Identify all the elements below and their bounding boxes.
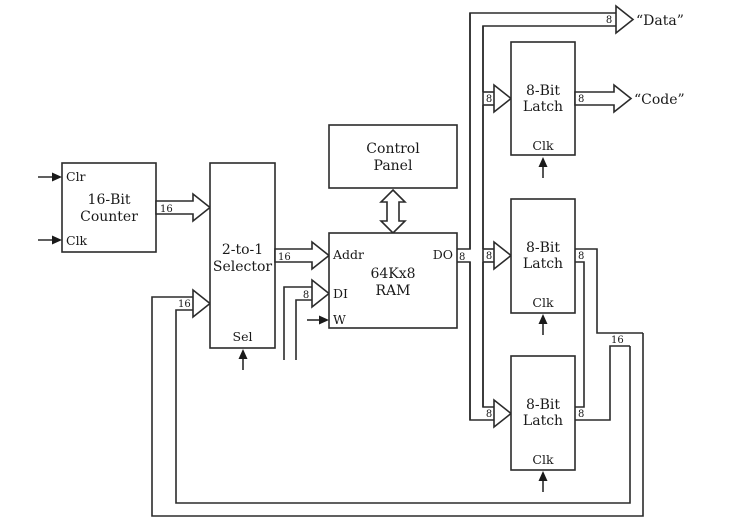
feedback-bus	[151, 288, 644, 517]
latch-top-clk-arrow	[538, 157, 548, 178]
counter-block: 16-Bit Counter Clr Clk	[61, 162, 157, 253]
selector-title-2: Selector	[213, 259, 273, 275]
selector-to-ram-bus	[274, 240, 331, 271]
latch-mid-title-1: 8-Bit	[526, 240, 560, 256]
clr-input-arrow	[38, 172, 62, 182]
ram-pin-w: W	[333, 312, 346, 327]
ram-block: 64Kx8 RAM Addr DI W DO	[328, 232, 458, 329]
sel-input-arrow	[238, 349, 248, 370]
control-ram-bidirectional-bus	[379, 188, 407, 235]
counter-bus-width: 16	[160, 204, 173, 215]
clk-input-arrow	[38, 235, 62, 245]
data-output-arrow	[615, 4, 635, 35]
selector-block: 2-to-1 Selector Sel	[209, 162, 276, 349]
counter-title-1: 16-Bit	[88, 192, 131, 208]
latch-top-output-width: 8	[578, 94, 584, 105]
latch-top-title-2: Latch	[523, 99, 563, 115]
counter-pin-clr: Clr	[66, 169, 86, 184]
control-panel-title-1: Control	[366, 141, 420, 157]
do-rail-segments	[469, 13, 484, 420]
ram-title-1: 64Kx8	[370, 266, 415, 282]
w-input-arrow	[307, 315, 329, 325]
latch-top-input-width: 8	[486, 94, 492, 105]
latch-bot-clk-arrow	[538, 471, 548, 492]
control-panel-title-2: Panel	[374, 158, 413, 174]
data-output-width: 8	[606, 15, 612, 26]
bus-junction-masks	[471, 93, 494, 261]
ram-pin-di: DI	[333, 286, 348, 301]
latch-bot-output-width: 8	[578, 409, 584, 420]
selector-pin-sel: Sel	[233, 329, 253, 344]
code-output-label: “Code”	[634, 92, 685, 108]
latch-bot-pin-clk: Clk	[532, 452, 554, 467]
control-panel-block: Control Panel	[328, 124, 458, 189]
latch-bot-input-width: 8	[486, 409, 492, 420]
data-output-label: “Data”	[636, 13, 684, 29]
data-in-bus	[283, 278, 331, 360]
latch-top-input-arrow	[493, 83, 513, 114]
latch-mid-input-width: 8	[486, 251, 492, 262]
counter-title-2: Counter	[80, 209, 138, 225]
latch-top-title-1: 8-Bit	[526, 83, 560, 99]
latch-bot-title-2: Latch	[523, 413, 563, 429]
latch-combine-bus	[575, 248, 643, 421]
latch-bot-title-1: 8-Bit	[526, 397, 560, 413]
latch-top-pin-clk: Clk	[532, 138, 554, 153]
latch-mid-pin-clk: Clk	[532, 295, 554, 310]
ram-do-width: 8	[459, 252, 465, 263]
counter-to-selector-bus	[155, 192, 212, 223]
combined-bus-width: 16	[611, 335, 624, 346]
latch-mid-clk-arrow	[538, 314, 548, 335]
latch-top-block: 8-Bit Latch Clk	[510, 41, 576, 156]
ram-pin-do: DO	[433, 247, 453, 262]
latch-mid-input-arrow	[493, 240, 513, 271]
latch-bot-input-arrow	[493, 398, 513, 429]
code-output-bus	[574, 83, 633, 114]
selector-title-1: 2-to-1	[222, 242, 263, 258]
latch-mid-block: 8-Bit Latch Clk	[510, 198, 576, 314]
ram-pin-addr: Addr	[332, 247, 364, 262]
latch-bot-block: 8-Bit Latch Clk	[510, 355, 576, 471]
selector-bus-width: 16	[278, 252, 291, 263]
data-in-width: 8	[303, 290, 309, 301]
feedback-width-label: 16	[178, 299, 191, 310]
counter-pin-clk: Clk	[66, 233, 88, 248]
ram-title-2: RAM	[376, 283, 411, 299]
latch-mid-output-width: 8	[578, 251, 584, 262]
latch-mid-title-2: Latch	[523, 256, 563, 272]
